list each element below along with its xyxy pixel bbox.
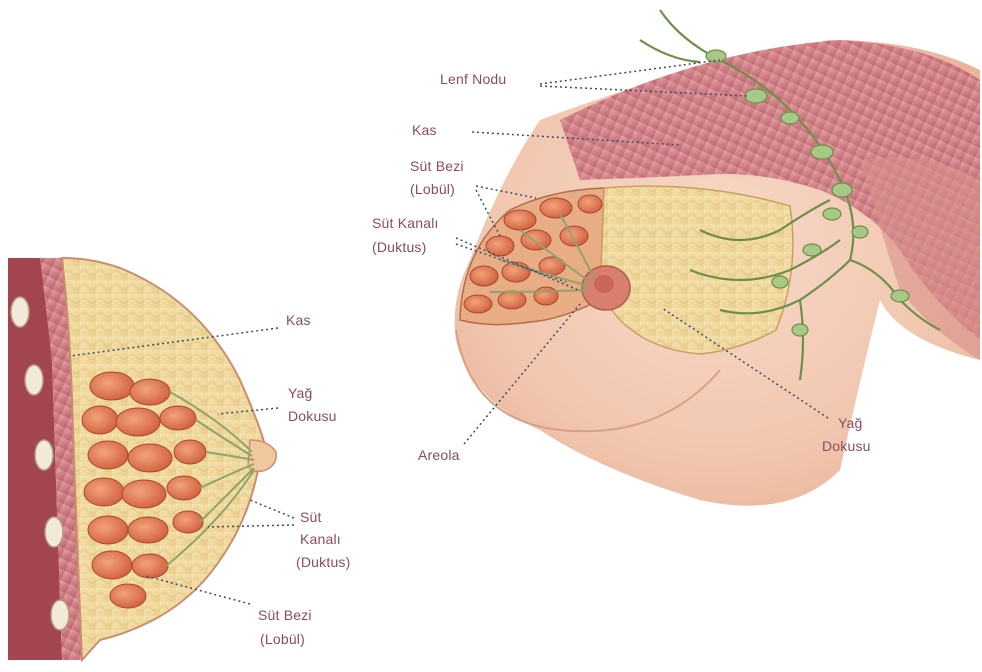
side-label-kanal-line1: Süt <box>300 508 322 527</box>
side-label-yag-line1: Yağ <box>288 384 312 403</box>
front-label-yag-line2: Dokusu <box>822 437 871 456</box>
frontal-view <box>455 10 980 506</box>
side-cross-section <box>8 258 276 660</box>
front-label-bezi-line1: Süt Bezi <box>410 157 464 176</box>
front-label-areola: Areola <box>418 446 460 465</box>
side-label-bezi-line2: (Lobül) <box>260 630 305 649</box>
side-label-yag-line2: Dokusu <box>288 407 337 426</box>
front-label-kanal-line1: Süt Kanalı <box>372 214 439 233</box>
front-label-kas: Kas <box>412 121 437 140</box>
side-nipple <box>248 440 276 471</box>
front-fat-quadrant <box>600 186 793 354</box>
front-label-yag-line1: Yağ <box>838 414 862 433</box>
side-label-kas: Kas <box>286 311 311 330</box>
front-label-lenf-nodu: Lenf Nodu <box>440 70 506 89</box>
side-label-bezi-line1: Süt Bezi <box>258 606 312 625</box>
side-label-kanal-line2: Kanalı <box>300 530 341 549</box>
front-label-kanal-line2: (Duktus) <box>372 238 427 257</box>
front-nipple <box>594 275 614 293</box>
side-label-kanal-line3: (Duktus) <box>296 553 351 572</box>
front-label-bezi-line2: (Lobül) <box>410 180 455 199</box>
